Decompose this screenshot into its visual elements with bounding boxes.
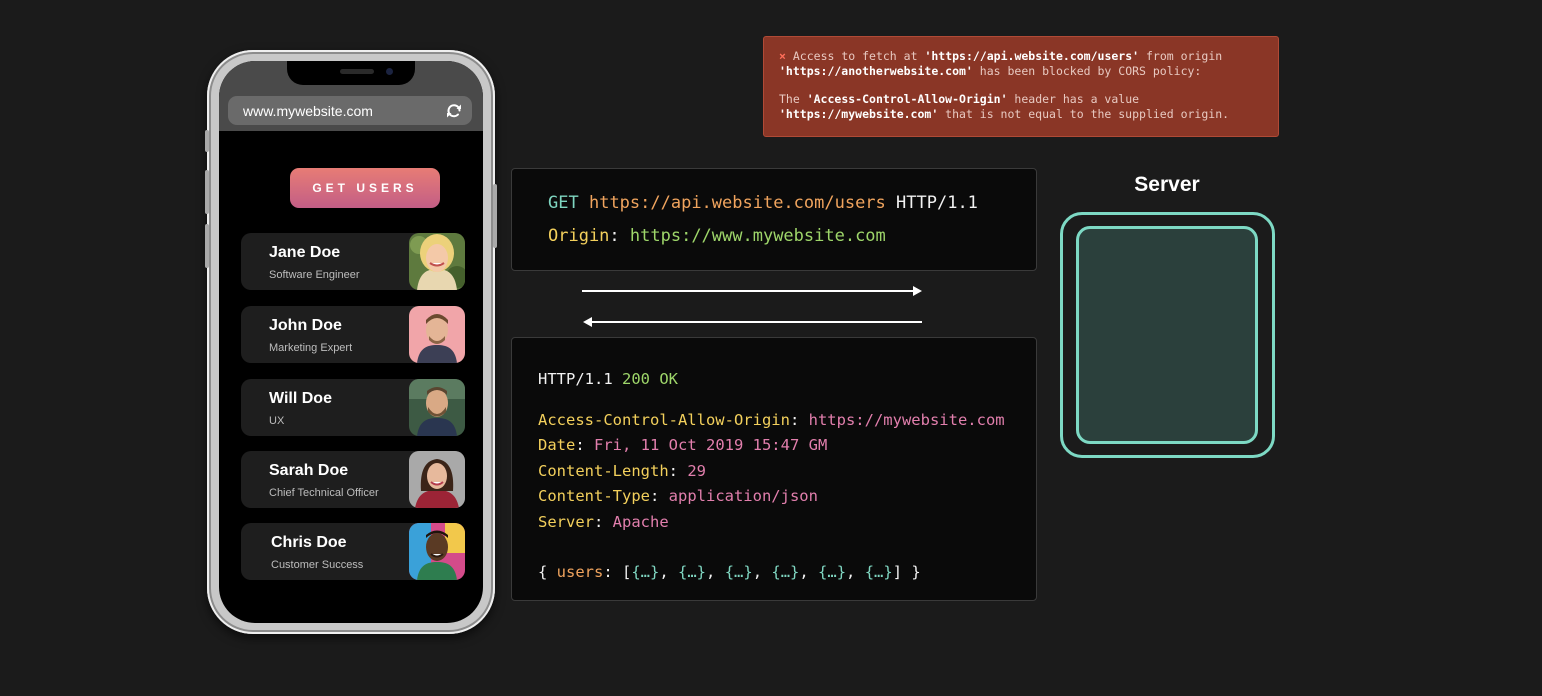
user-name: Will Doe (269, 390, 332, 407)
error-line-4: 'https://mywebsite.com' that is not equa… (779, 106, 1230, 121)
user-title: Customer Success (271, 559, 364, 571)
request-origin-header: Origin: https://www.mywebsite.com (548, 226, 886, 246)
user-name: John Doe (269, 317, 342, 334)
server-title: Server (1134, 173, 1200, 196)
response-body: { users: [{…}, {…}, {…}, {…}, {…}, {…}] … (538, 563, 921, 581)
phone-volume-down (205, 224, 209, 268)
header-key: Content-Length (538, 462, 669, 480)
header-key: Access-Control-Allow-Origin (538, 411, 790, 429)
request-arrow (582, 286, 922, 296)
body-item: {…} (724, 563, 753, 581)
body-item: {…} (631, 563, 660, 581)
error-spacer (779, 78, 1278, 92)
user-title: Marketing Expert (269, 342, 353, 354)
request-protocol: HTTP/1.1 (896, 193, 978, 213)
header-key: Content-Type (538, 487, 650, 505)
user-card[interactable]: Chris Doe Customer Success (241, 523, 465, 580)
body-item: {…} (818, 563, 847, 581)
phone-mockup: www.mywebsite.com GET USERS Jane Doe Sof… (205, 50, 497, 634)
phone-screen: www.mywebsite.com GET USERS Jane Doe Sof… (219, 61, 483, 623)
response-status: 200 OK (622, 370, 678, 388)
header-value: Fri, 11 Oct 2019 15:47 GM (594, 436, 828, 454)
user-title: UX (269, 415, 285, 427)
avatar (409, 523, 465, 580)
user-name: Jane Doe (269, 244, 341, 261)
header-value: Apache (612, 513, 669, 531)
http-response-panel: HTTP/1.1 200 OK Access-Control-Allow-Ori… (511, 337, 1037, 601)
header-key: Server (538, 513, 594, 531)
user-card[interactable]: Will Doe UX (241, 379, 465, 436)
header-key: Date (538, 436, 576, 454)
header-value: application/json (668, 487, 818, 505)
response-protocol: HTTP/1.1 (538, 370, 613, 388)
user-title: Chief Technical Officer (269, 487, 379, 499)
response-header: Content-Length: 29 (538, 462, 706, 480)
response-header: Server: Apache (538, 513, 669, 531)
user-card[interactable]: Sarah Doe Chief Technical Officer (241, 451, 465, 508)
phone-notch (287, 61, 415, 85)
phone-power-button (493, 184, 497, 248)
avatar (409, 306, 465, 363)
user-card[interactable]: Jane Doe Software Engineer (241, 233, 465, 290)
header-value: 29 (687, 462, 706, 480)
address-bar[interactable]: www.mywebsite.com (228, 96, 472, 125)
phone-volume-up (205, 170, 209, 214)
cors-error-message: × Access to fetch at 'https://api.websit… (763, 36, 1279, 137)
body-key: users (556, 563, 604, 581)
avatar (409, 233, 465, 290)
header-key: Origin (548, 226, 610, 246)
response-header: Access-Control-Allow-Origin: https://myw… (538, 411, 1005, 429)
body-item: {…} (678, 563, 707, 581)
error-icon: × (779, 49, 786, 63)
response-arrow (583, 317, 922, 327)
avatar (409, 379, 465, 436)
reload-icon[interactable] (445, 102, 463, 120)
server-inner-frame (1076, 226, 1258, 444)
body-item: {…} (864, 563, 893, 581)
user-card[interactable]: John Doe Marketing Expert (241, 306, 465, 363)
user-title: Software Engineer (269, 269, 360, 281)
header-value: https://www.mywebsite.com (629, 226, 886, 246)
user-name: Chris Doe (271, 534, 347, 551)
error-line-2: 'https://anotherwebsite.com' has been bl… (779, 63, 1202, 78)
user-name: Sarah Doe (269, 462, 349, 479)
status-line: HTTP/1.1 200 OK (538, 370, 678, 388)
front-camera (386, 68, 393, 75)
speaker-grille (340, 69, 374, 74)
request-url: https://api.website.com/users (588, 193, 886, 213)
response-header: Date: Fri, 11 Oct 2019 15:47 GM (538, 436, 828, 454)
error-line-3: The 'Access-Control-Allow-Origin' header… (779, 92, 1140, 106)
request-method: GET (548, 193, 579, 213)
body-item: {…} (771, 563, 800, 581)
header-value: https://mywebsite.com (808, 411, 1005, 429)
request-line: GET https://api.website.com/users HTTP/1… (548, 193, 978, 213)
avatar (409, 451, 465, 508)
server-outer-frame (1060, 212, 1275, 458)
response-header: Content-Type: application/json (538, 487, 818, 505)
http-request-panel: GET https://api.website.com/users HTTP/1… (511, 168, 1037, 271)
get-users-button[interactable]: GET USERS (290, 168, 440, 208)
error-line-1: × Access to fetch at 'https://api.websit… (779, 49, 1223, 63)
phone-mute-switch (205, 130, 209, 152)
address-bar-url: www.mywebsite.com (243, 103, 373, 119)
